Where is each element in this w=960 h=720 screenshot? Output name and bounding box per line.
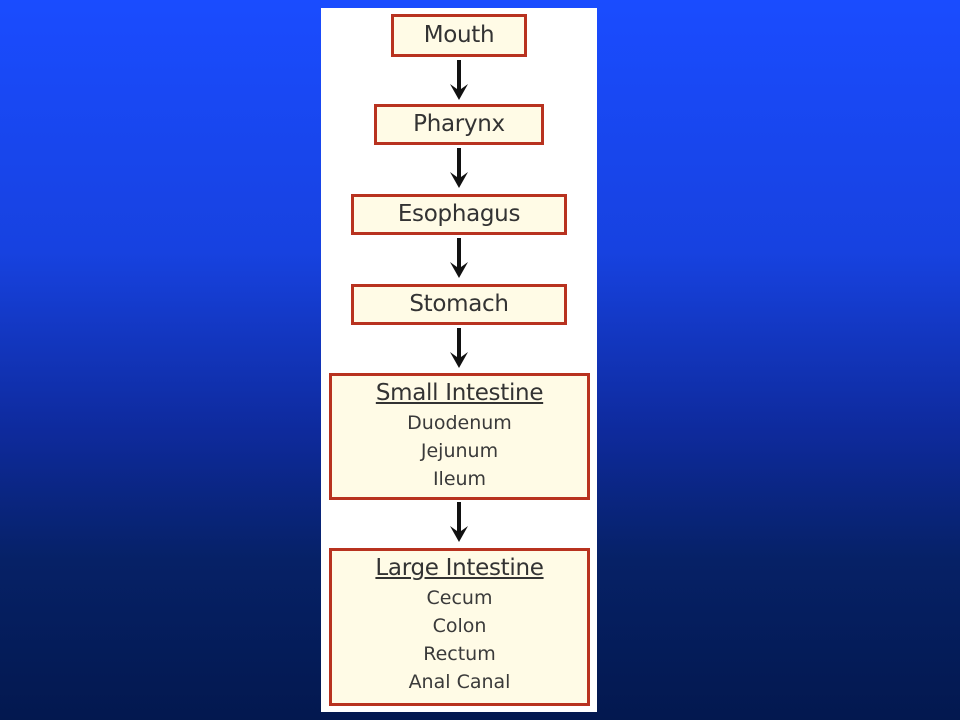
arrow-down-icon — [450, 502, 468, 542]
box-stomach-label: Stomach — [409, 291, 509, 317]
box-mouth-label: Mouth — [423, 22, 495, 48]
box-large-intestine-title: Large Intestine — [375, 555, 544, 581]
box-small-intestine-title: Small Intestine — [375, 380, 544, 406]
box-esophagus-label: Esophagus — [397, 201, 521, 227]
box-large-intestine-item: Rectum — [423, 643, 496, 665]
box-large-intestine-item: Anal Canal — [408, 671, 511, 693]
box-pharynx: Pharynx — [374, 104, 544, 145]
box-large-intestine-item: Colon — [432, 615, 487, 637]
box-mouth: Mouth — [391, 14, 527, 57]
box-small-intestine-item: Duodenum — [407, 412, 512, 434]
box-stomach: Stomach — [351, 284, 567, 325]
flowchart-panel: Mouth Pharynx Esophagus Stomach Small In… — [321, 8, 597, 712]
box-pharynx-label: Pharynx — [413, 111, 505, 137]
arrow-down-icon — [450, 60, 468, 100]
box-large-intestine-item: Cecum — [426, 587, 493, 609]
box-small-intestine-item: Jejunum — [420, 440, 499, 462]
box-small-intestine: Small Intestine Duodenum Jejunum Ileum — [329, 373, 590, 500]
arrow-down-icon — [450, 238, 468, 278]
box-large-intestine: Large Intestine Cecum Colon Rectum Anal … — [329, 548, 590, 706]
arrow-down-icon — [450, 148, 468, 188]
arrow-down-icon — [450, 328, 468, 368]
box-small-intestine-item: Ileum — [432, 468, 487, 490]
box-esophagus: Esophagus — [351, 194, 567, 235]
